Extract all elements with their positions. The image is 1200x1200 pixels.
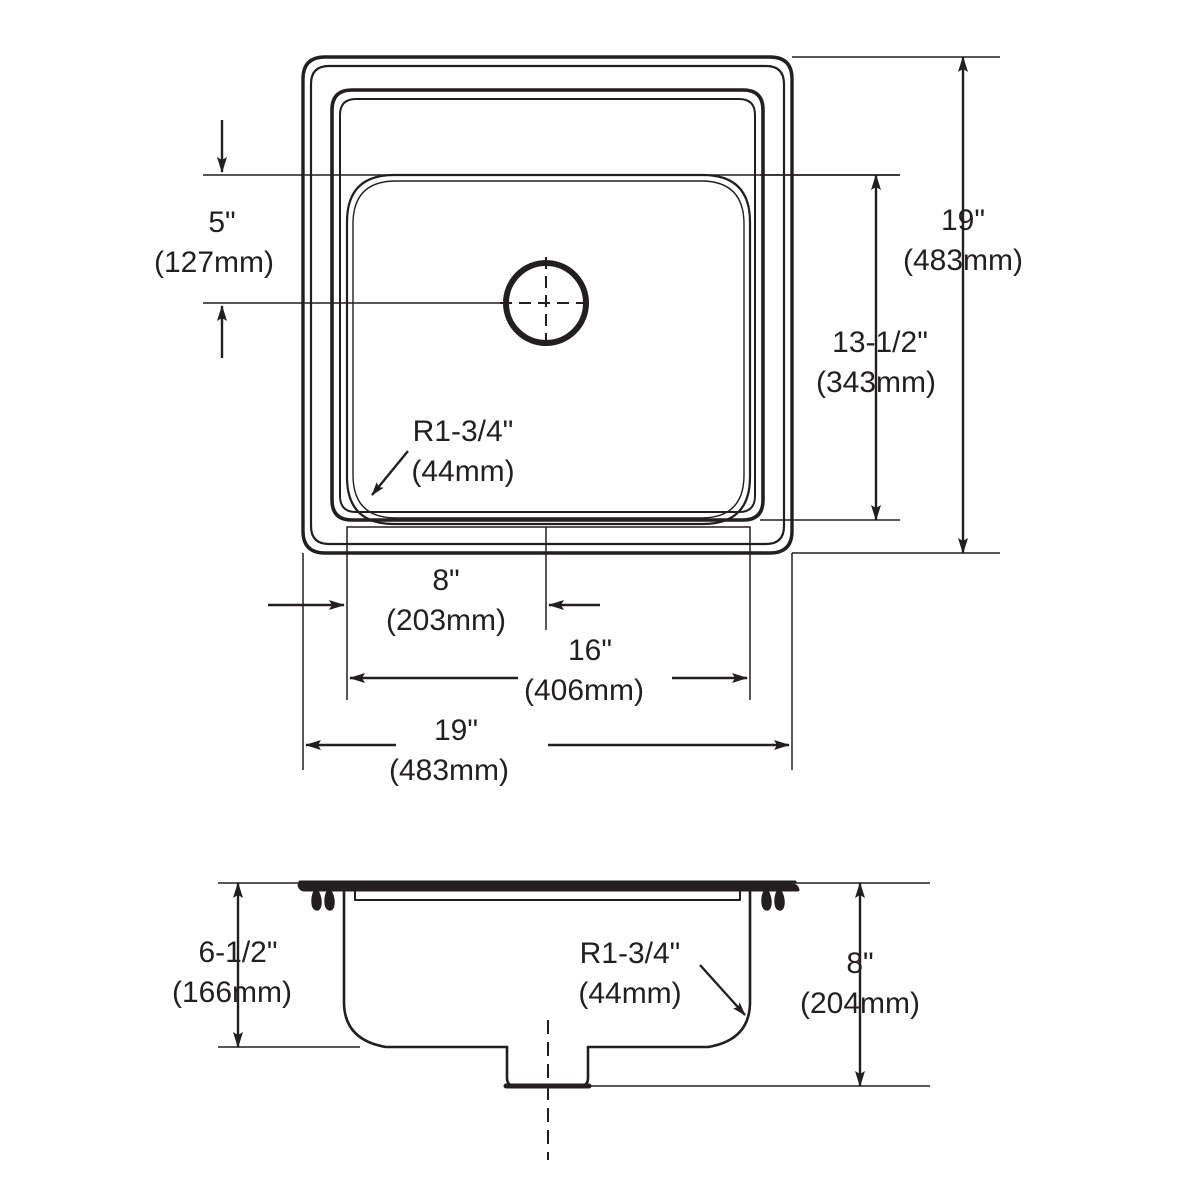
dimension-radius-top-leader (371, 450, 409, 496)
dim-8sec-label-inch: 8" (846, 947, 873, 980)
section-rim-step-right (624, 889, 741, 901)
dim-16in-label-inch: 16" (568, 634, 612, 667)
dim-65-label-mm: (166mm) (172, 976, 292, 1009)
top-view-sink-body (301, 55, 794, 555)
deck-inner-outline (309, 64, 786, 546)
dim-radius-sec-label-inch: R1-3/4" (580, 937, 681, 970)
dim-radius-top-label-inch: R1-3/4" (413, 415, 514, 448)
section-basin-right-wall (586, 884, 752, 1049)
dim-19h-label-inch: 19" (434, 714, 478, 747)
dim-8in-label-mm: (203mm) (386, 604, 506, 637)
dim-5in-label-inch: 5" (208, 206, 235, 239)
section-view-extension-lines (218, 882, 930, 1087)
section-basin-left-wall (342, 884, 509, 1049)
dim-5in-label-mm: (127mm) (154, 246, 274, 279)
dim-8in-label-inch: 8" (432, 564, 459, 597)
dim-8sec-label-mm: (204mm) (800, 987, 920, 1020)
dim-16in-label-mm: (406mm) (524, 674, 644, 707)
section-deck-flange-bottom (297, 883, 800, 892)
section-view-sink-body (297, 880, 800, 1089)
dim-radius-sec-label-mm: (44mm) (578, 977, 681, 1010)
deck-outer-outline (301, 55, 794, 555)
dim-65-label-inch: 6-1/2" (198, 936, 277, 969)
radius-sec-leader-line (699, 964, 746, 1016)
rim-band-outer (330, 88, 765, 522)
dim-135-label-inch: 13-1/2" (832, 326, 928, 359)
section-rim-step-left (354, 889, 471, 901)
dim-19v-label-inch: 19" (941, 204, 985, 237)
dim-19v-label-mm: (483mm) (903, 244, 1023, 277)
dim-19h-label-mm: (483mm) (389, 754, 509, 787)
top-view-centerlines (500, 257, 592, 350)
dim-135-label-mm: (343mm) (816, 366, 936, 399)
radius-top-leader-line (371, 450, 409, 496)
bowl-opening-outline (345, 173, 752, 526)
dim-radius-top-label-mm: (44mm) (411, 455, 514, 488)
dimension-radius-section-leader (699, 964, 746, 1016)
top-view-extension-lines (203, 56, 1000, 770)
mounting-clip-right (761, 888, 785, 911)
bowl-opening-outline-offset (352, 180, 745, 519)
rim-band-inner (339, 98, 756, 513)
mounting-clip-left (311, 888, 335, 911)
